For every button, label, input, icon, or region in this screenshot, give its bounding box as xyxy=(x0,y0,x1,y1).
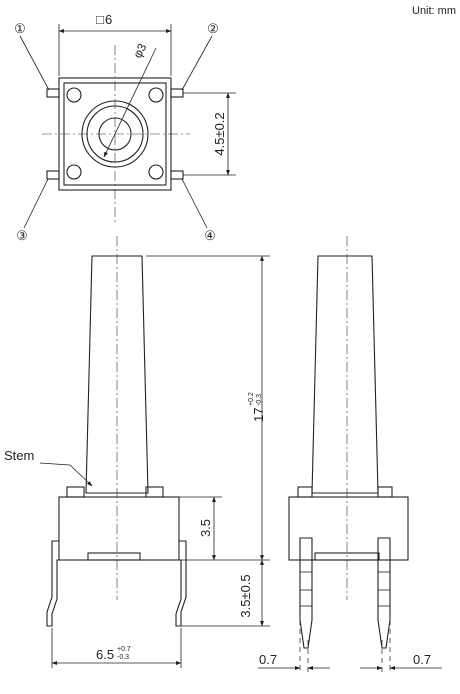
lead-length-label: 3.5±0.5 xyxy=(238,574,253,617)
square-size: 6 xyxy=(105,12,112,27)
corner-boss xyxy=(66,164,82,180)
height-17-label: 17 xyxy=(251,408,266,422)
pin-2-lead xyxy=(170,88,184,98)
height-17-tol-upper: +0.2 xyxy=(248,392,255,406)
top-view: □ 6 φ3 4.5±0.2 ① ② ③ xyxy=(14,12,236,243)
shoulder xyxy=(66,486,85,498)
pin-spacing-label: 4.5±0.2 xyxy=(212,112,227,155)
side-left-lead xyxy=(299,537,313,649)
pin-4-callout: ④ xyxy=(204,228,216,243)
lead-span-tol-lower: -0.3 xyxy=(117,654,129,661)
lead-span-tol-upper: +0.7 xyxy=(117,646,131,653)
height-17-tol-lower: -0.3 xyxy=(256,394,263,406)
front-view: Stem 17 +0.2 -0.3 3.5 3.5±0.5 6.5 +0.7 -… xyxy=(4,236,270,668)
front-body xyxy=(58,496,180,561)
pin-1-callout: ① xyxy=(14,21,26,36)
side-shoulder xyxy=(377,486,393,498)
pin-3-callout: ③ xyxy=(16,228,28,243)
lead-span-label: 6.5 xyxy=(96,647,114,662)
corner-boss xyxy=(148,164,164,180)
side-lead-width-right: 0.7 xyxy=(413,652,431,667)
unit-note: Unit: mm xyxy=(412,5,456,17)
shoulder xyxy=(145,486,164,498)
pin-1-lead xyxy=(46,88,60,98)
stem-outline xyxy=(85,255,149,494)
corner-boss xyxy=(148,87,164,103)
square-symbol: □ xyxy=(96,12,104,27)
side-stem-outline xyxy=(311,255,379,494)
diameter-label: φ3 xyxy=(130,41,149,61)
left-lead xyxy=(46,540,59,627)
side-lead-width-left: 0.7 xyxy=(259,652,277,667)
body-height-label: 3.5 xyxy=(198,519,213,537)
pin-3-lead xyxy=(46,170,60,180)
corner-boss xyxy=(66,87,82,103)
side-right-lead xyxy=(377,537,391,649)
right-lead xyxy=(175,540,187,627)
pin-2-callout: ② xyxy=(207,21,219,36)
side-view: 0.7 0.7 xyxy=(258,236,442,672)
stem-label: Stem xyxy=(4,448,34,463)
side-shoulder xyxy=(297,486,313,498)
pin-4-lead xyxy=(170,170,184,180)
front-base-slot xyxy=(87,552,141,561)
